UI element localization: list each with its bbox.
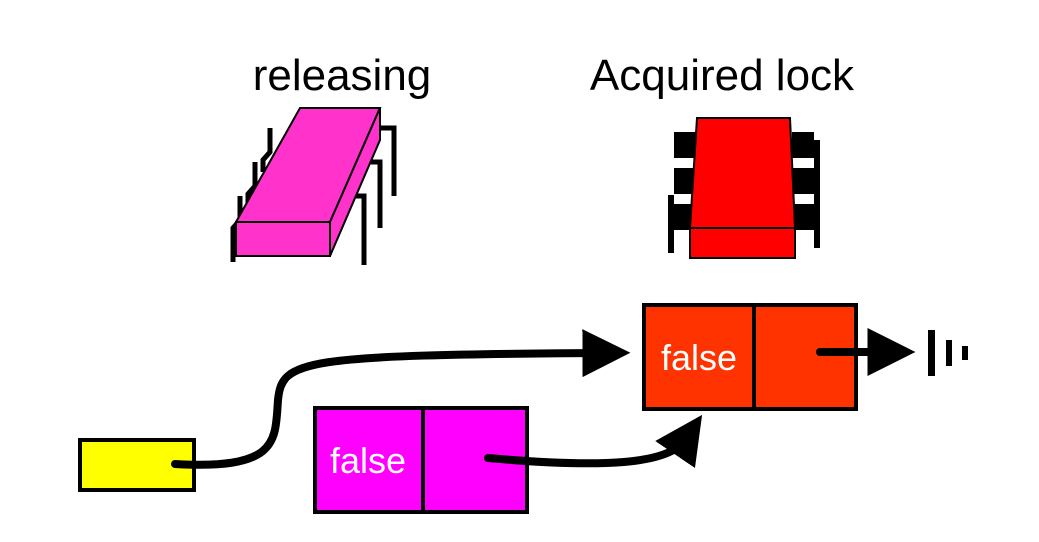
- right-queue-node: false: [642, 303, 858, 411]
- acquired-lock-label: Acquired lock: [590, 51, 855, 100]
- releasing-label: releasing: [253, 51, 432, 100]
- null-ground-icon: [928, 330, 968, 376]
- acquired-thread-chip-icon: [668, 117, 820, 259]
- right-node-value: false: [661, 337, 737, 378]
- tail-to-right-node-arrow: [171, 329, 631, 469]
- left-node-value: false: [330, 440, 406, 481]
- left-node-to-right-node-arrow: [484, 414, 703, 469]
- releasing-thread-chip-icon: [230, 107, 397, 265]
